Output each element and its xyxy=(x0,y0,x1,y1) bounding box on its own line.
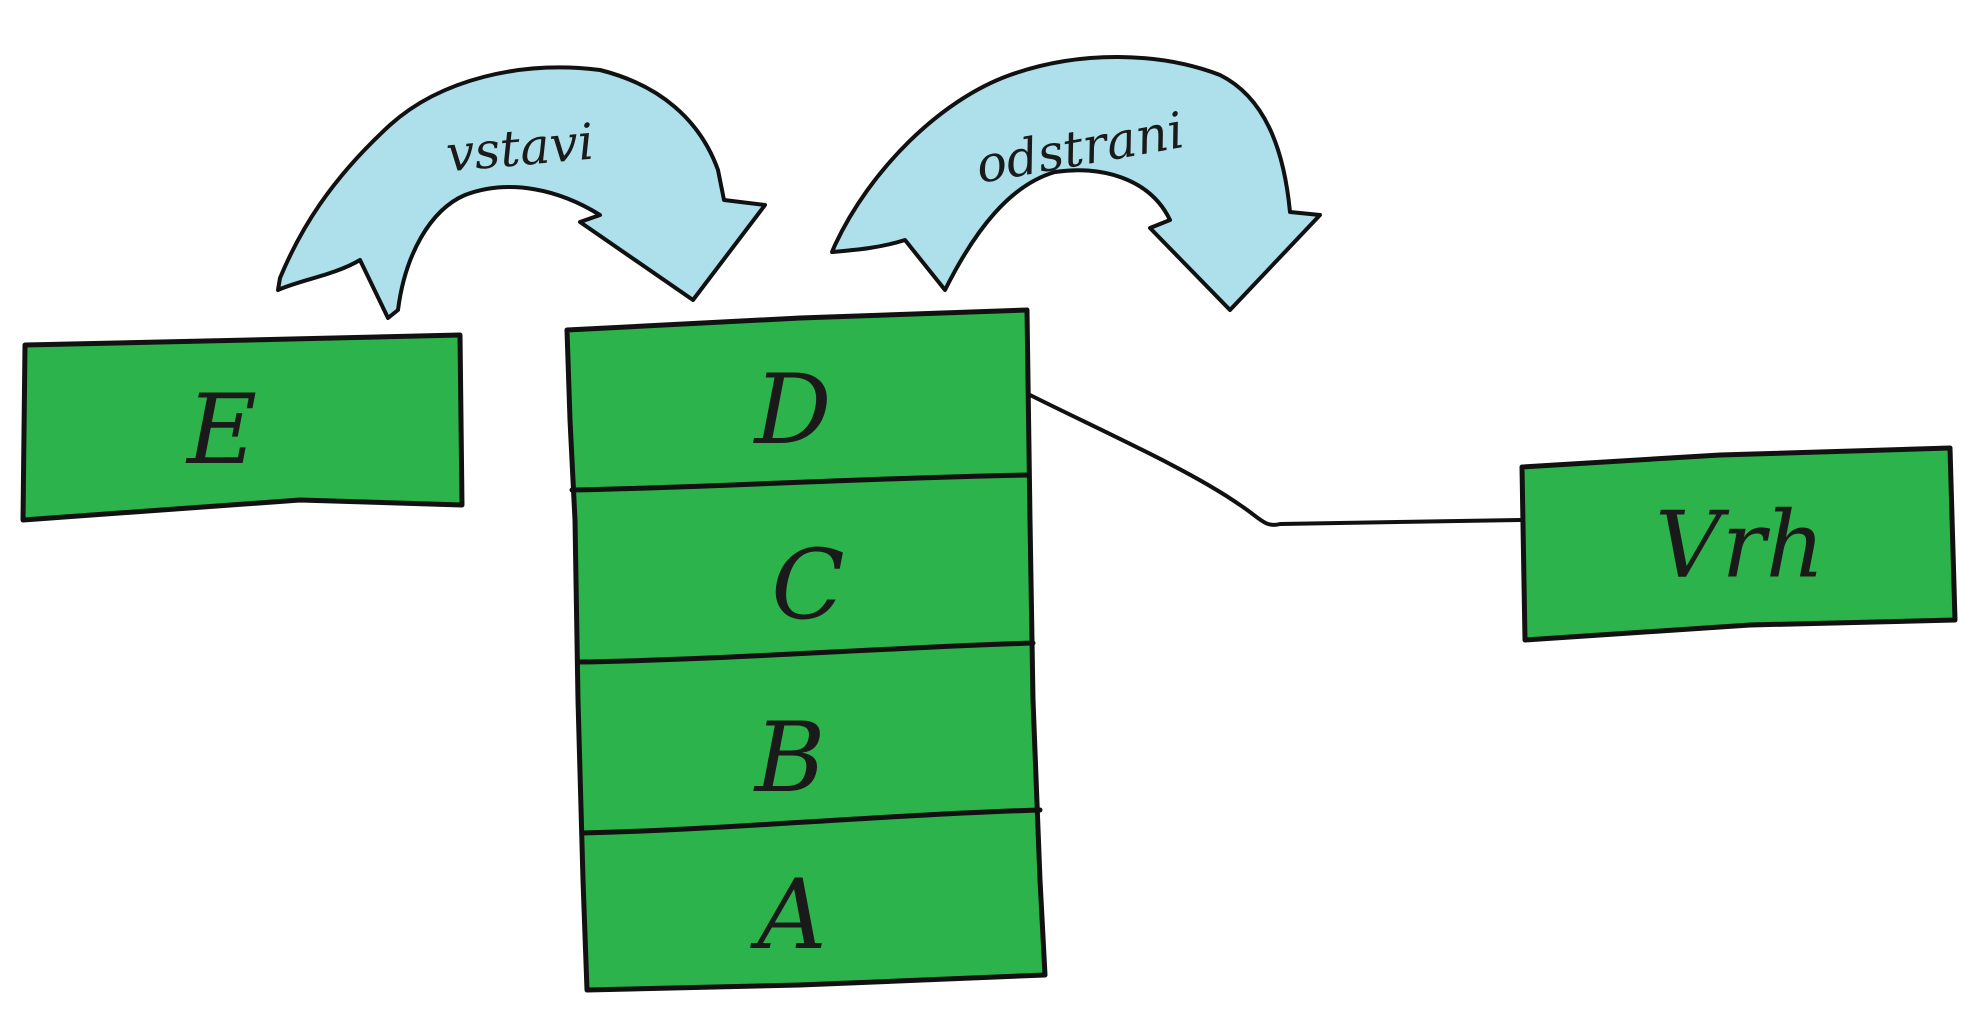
pop-arrow-shape xyxy=(830,55,1322,312)
top-pointer-line xyxy=(1028,393,1522,527)
stack-item-3: B xyxy=(753,702,826,814)
push-label: vstavi xyxy=(444,113,597,184)
new-item-box: E xyxy=(20,332,465,523)
new-item-box-shape xyxy=(20,332,465,523)
pop-arrow: odstrani xyxy=(830,55,1322,312)
stack: D C B A xyxy=(564,307,1048,993)
stack-item-1: D xyxy=(753,354,832,466)
top-pointer-label: Vrh xyxy=(1655,492,1825,599)
push-arrow-shape xyxy=(276,65,767,320)
top-pointer-box-shape xyxy=(1519,445,1958,643)
stack-item-4: A xyxy=(749,859,826,971)
stack-divider-1 xyxy=(569,472,1031,493)
new-item-label: E xyxy=(185,374,257,486)
stack-divider-2 xyxy=(575,640,1036,665)
top-pointer-box: Vrh xyxy=(1519,445,1958,643)
push-arrow: vstavi xyxy=(276,65,767,320)
stack-divider-3 xyxy=(579,807,1043,836)
stack-item-2: C xyxy=(771,529,844,641)
